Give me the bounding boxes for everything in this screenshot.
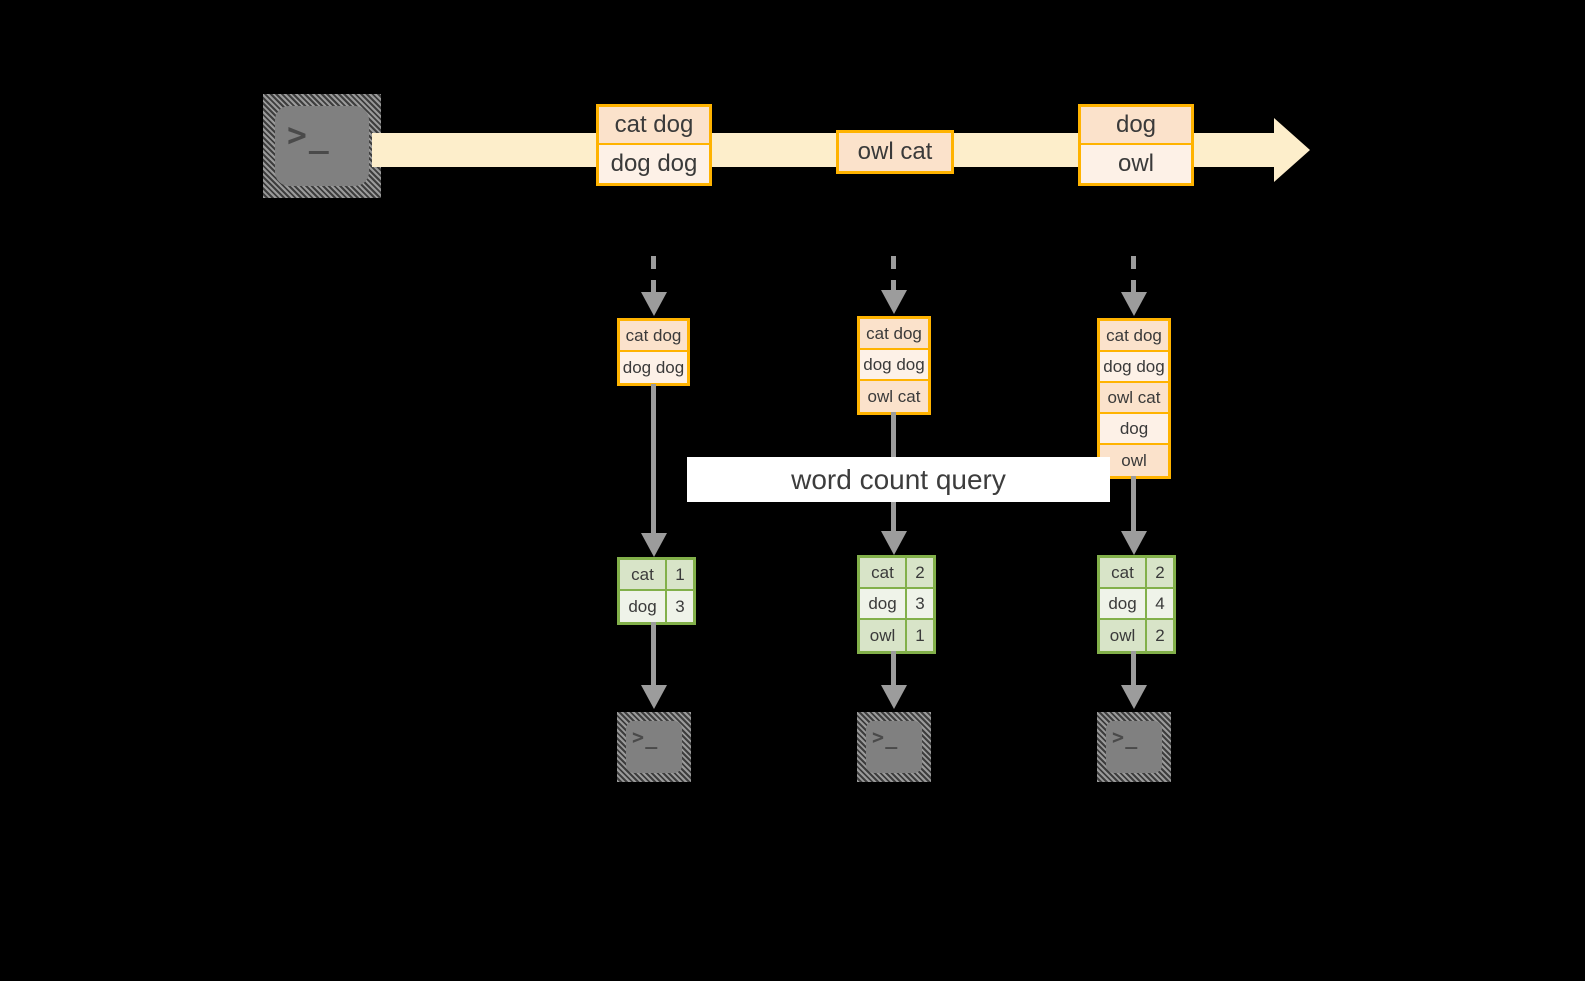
result-word: dog [860,589,907,618]
accumulation-line: cat dog [860,319,928,350]
result-word: owl [1100,620,1147,651]
result-count: 1 [667,560,693,589]
result-table-2: cat 2 dog 3 owl 1 [857,555,936,654]
table-row: cat 2 [860,558,933,589]
table-row: cat 2 [1100,558,1173,589]
result-word: dog [620,591,667,622]
result-count: 2 [907,558,933,587]
terminal-screen [275,106,369,186]
result-to-sink-line-1 [651,622,656,698]
accumulation-to-result-arrowhead-2 [881,531,907,555]
sink-terminal-icon-2: >_ [857,712,931,782]
accumulation-line: dog dog [1100,352,1168,383]
query-label: word count query [687,457,1110,502]
result-to-sink-line-2 [891,651,896,698]
terminal-screen [626,721,682,773]
result-table-3: cat 2 dog 4 owl 2 [1097,555,1176,654]
source-terminal-icon: >_ [263,94,381,198]
result-table-1: cat 1 dog 3 [617,557,696,625]
accumulation-line: owl cat [1100,383,1168,414]
result-word: cat [620,560,667,589]
result-to-sink-arrowhead-3 [1121,685,1147,709]
stream-record-line: cat dog [599,107,709,145]
stream-record-line: dog [1081,107,1191,145]
stream-to-accumulation-dash-3 [1131,256,1136,296]
result-count: 4 [1147,589,1173,618]
result-word: cat [1100,558,1147,587]
stream-to-accumulation-arrowhead-3 [1121,292,1147,316]
accumulation-line: cat dog [620,321,687,352]
table-row: dog 3 [620,591,693,622]
accumulation-line: dog dog [620,352,687,383]
result-word: dog [1100,589,1147,618]
stream-record-2: owl cat [836,130,954,174]
terminal-prompt-glyph: >_ [287,115,331,154]
stream-record-line: owl cat [839,133,951,171]
stream-to-accumulation-arrowhead-1 [641,292,667,316]
terminal-prompt-glyph: >_ [632,725,659,749]
accumulation-line: owl cat [860,381,928,412]
result-count: 3 [907,589,933,618]
stream-record-line: dog dog [599,145,709,183]
accumulation-1: cat dog dog dog [617,318,690,386]
accumulation-to-result-arrowhead-1 [641,533,667,557]
stream-to-accumulation-dash-1 [651,256,656,296]
result-to-sink-line-3 [1131,651,1136,698]
sink-terminal-icon-3: >_ [1097,712,1171,782]
table-row: dog 3 [860,589,933,620]
result-word: owl [860,620,907,651]
accumulation-line: owl [1100,445,1168,476]
stream-to-accumulation-dash-2 [891,256,896,294]
stream-to-accumulation-arrowhead-2 [881,290,907,314]
stream-record-line: owl [1081,145,1191,183]
table-row: owl 2 [1100,620,1173,651]
terminal-screen [866,721,922,773]
accumulation-to-result-line-3 [1131,476,1136,546]
result-word: cat [860,558,907,587]
result-count: 2 [1147,620,1173,651]
stream-record-1: cat dog dog dog [596,104,712,186]
accumulation-to-result-arrowhead-3 [1121,531,1147,555]
stream-record-3: dog owl [1078,104,1194,186]
accumulation-2: cat dog dog dog owl cat [857,316,931,415]
accumulation-line: dog [1100,414,1168,445]
terminal-prompt-glyph: >_ [1112,725,1139,749]
table-row: owl 1 [860,620,933,651]
sink-terminal-icon-1: >_ [617,712,691,782]
terminal-screen [1106,721,1162,773]
result-count: 3 [667,591,693,622]
accumulation-line: cat dog [1100,321,1168,352]
result-count: 2 [1147,558,1173,587]
table-row: dog 4 [1100,589,1173,620]
result-to-sink-arrowhead-2 [881,685,907,709]
accumulation-3: cat dog dog dog owl cat dog owl [1097,318,1171,479]
result-count: 1 [907,620,933,651]
table-row: cat 1 [620,560,693,591]
result-to-sink-arrowhead-1 [641,685,667,709]
accumulation-line: dog dog [860,350,928,381]
accumulation-to-result-line-1 [651,384,656,546]
event-stream-arrow-head [1274,118,1310,182]
terminal-prompt-glyph: >_ [872,725,899,749]
